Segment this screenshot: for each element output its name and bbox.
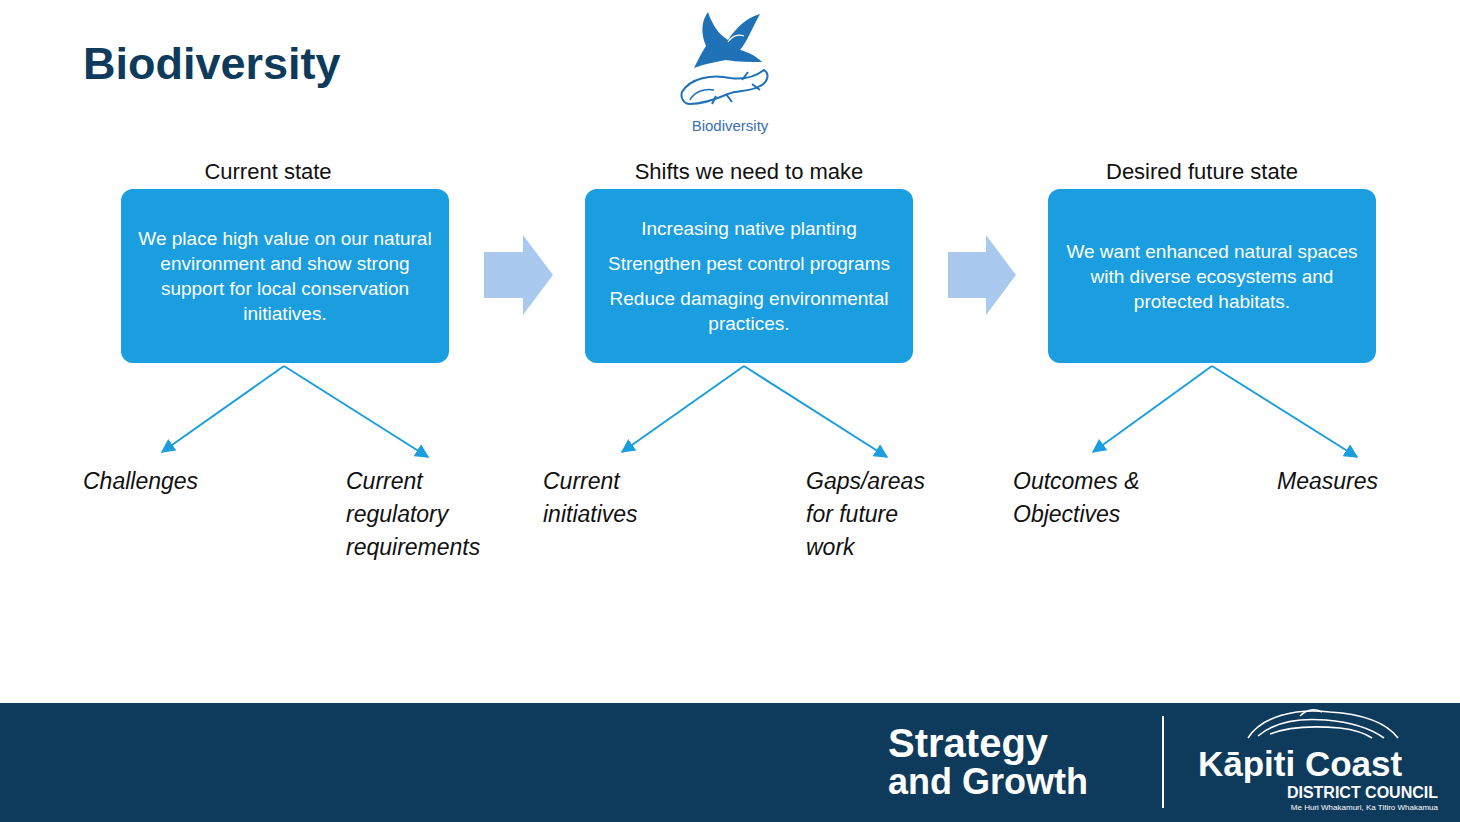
branch-label: Measures: [1277, 465, 1427, 498]
process-box: Current stateWe place high value on our …: [121, 189, 449, 363]
branch-label: Challenges: [83, 465, 283, 498]
page-title: Biodiversity: [83, 36, 341, 92]
process-box: Desired future stateWe want enhanced nat…: [1048, 189, 1376, 363]
branch-label: Current regulatory requirements: [346, 465, 516, 564]
box-text: Strengthen pest control programs: [608, 251, 890, 276]
box-text: We want enhanced natural spaces with div…: [1064, 239, 1360, 314]
box-text: Reduce damaging environmental practices.: [601, 286, 897, 336]
footer-brand: Strategy: [888, 722, 1148, 764]
leader-lines: [162, 366, 1357, 457]
footer-divider: [1162, 716, 1164, 808]
council-name: Kāpiti Coast: [1198, 745, 1443, 783]
council-subname: DISTRICT COUNCIL: [1198, 784, 1438, 802]
footer-band: [0, 703, 1460, 822]
branch-label: Outcomes & Objectives: [1013, 465, 1178, 531]
flow-arrow: [948, 235, 1016, 315]
icon-caption: Biodiversity: [660, 117, 800, 135]
footer-brand: and Growth: [888, 762, 1148, 802]
biodiversity-icon: [681, 12, 767, 104]
council-motto: Me Huri Whakamuri, Ka Titiro Whakamua: [1198, 803, 1438, 813]
box-text: We place high value on our natural envir…: [137, 226, 433, 326]
branch-label: Gaps/areas for future work: [806, 465, 948, 564]
process-box: Shifts we need to makeIncreasing native …: [585, 189, 913, 363]
box-text: Increasing native planting: [641, 216, 856, 241]
box-heading: Desired future state: [988, 159, 1416, 185]
box-heading: Current state: [47, 159, 489, 185]
box-heading: Shifts we need to make: [545, 159, 953, 185]
council-logo-mark: [1248, 710, 1398, 738]
flow-arrow: [484, 235, 553, 315]
branch-label: Current initiatives: [543, 465, 673, 531]
